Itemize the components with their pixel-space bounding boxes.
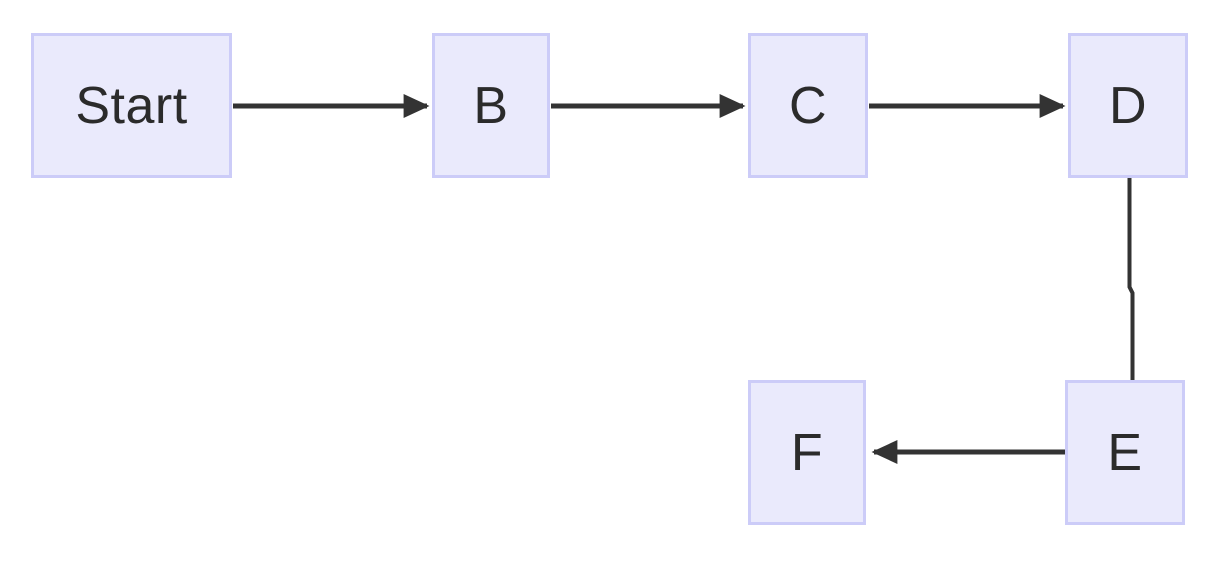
node-e[interactable]: E (1065, 380, 1185, 525)
node-f[interactable]: F (748, 380, 866, 525)
node-label-b: B (473, 76, 509, 135)
node-b[interactable]: B (432, 33, 550, 178)
node-label-c: C (788, 76, 828, 135)
node-label-e: E (1107, 423, 1143, 482)
node-start[interactable]: Start (31, 33, 232, 178)
node-label-f: F (790, 423, 824, 482)
node-label-d: D (1108, 76, 1148, 135)
node-d[interactable]: D (1068, 33, 1188, 178)
edge-d-to-e (1127, 178, 1135, 380)
node-label-start: Start (75, 76, 188, 135)
node-c[interactable]: C (748, 33, 868, 178)
